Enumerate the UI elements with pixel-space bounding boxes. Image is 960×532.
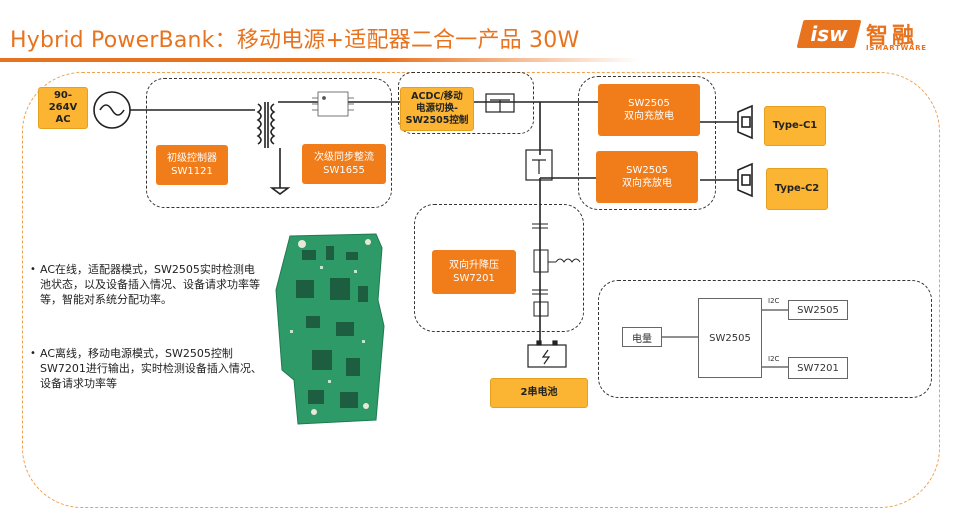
acdc-switch-block: ACDC/移动 电源切换- SW2505控制 bbox=[400, 87, 474, 131]
secondary-rectifier-name: 次级同步整流 bbox=[314, 152, 374, 163]
port2-controller-desc: 双向充放电 bbox=[622, 178, 672, 189]
buck-boost-part: SW7201 bbox=[453, 273, 495, 284]
ground-icon bbox=[269, 187, 291, 195]
primary-controller-block: 初级控制器 SW1121 bbox=[156, 145, 228, 185]
pcb-board-image bbox=[275, 233, 385, 425]
ac-input-block: 90- 264V AC bbox=[38, 87, 88, 129]
transformer-secondary-coil bbox=[270, 103, 276, 145]
i2c-label-1: I2C bbox=[768, 297, 780, 305]
primary-controller-name: 初级控制器 bbox=[167, 153, 217, 164]
bullet-dot-icon: • bbox=[30, 264, 36, 275]
buck-boost-block: 双向升降压 SW7201 bbox=[432, 250, 516, 294]
control-group-frame bbox=[598, 280, 932, 398]
port1-controller-part: SW2505 bbox=[628, 98, 670, 109]
port1-controller-block: SW2505 双向充放电 bbox=[598, 84, 700, 136]
ctrl-battery-level-input: 电量 bbox=[622, 327, 662, 347]
port1-controller-desc: 双向充放电 bbox=[624, 111, 674, 122]
port2-controller-part: SW2505 bbox=[626, 165, 668, 176]
ctrl-out2-chip: SW7201 bbox=[788, 357, 848, 379]
secondary-rectifier-block: 次级同步整流 SW1655 bbox=[302, 144, 386, 184]
acdc-group-frame bbox=[146, 78, 392, 208]
ctrl-out1-chip: SW2505 bbox=[788, 300, 848, 320]
sync-rectifier-chip-icon bbox=[312, 91, 354, 117]
secondary-rectifier-part: SW1655 bbox=[323, 165, 365, 176]
port2-controller-block: SW2505 双向充放电 bbox=[596, 151, 698, 203]
brand-logo-subtitle: ISMARTWARE bbox=[866, 44, 927, 52]
i2c-label-2: I2C bbox=[768, 355, 780, 363]
battery-icon bbox=[527, 340, 567, 368]
primary-controller-part: SW1121 bbox=[171, 166, 213, 177]
bullet-dot-icon: • bbox=[30, 348, 36, 359]
bullet-item-2: • AC离线，移动电源模式，SW2505控制SW7201进行输出，实时检测设备插… bbox=[30, 346, 262, 391]
buck-boost-group-frame bbox=[414, 204, 584, 332]
switch-group-frame bbox=[398, 72, 534, 134]
port-group-frame bbox=[578, 76, 716, 210]
transformer-primary-coil bbox=[256, 103, 262, 145]
buck-boost-components bbox=[532, 223, 581, 317]
bullet-item-1: • AC在线，适配器模式，SW2505实时检测电池状态，以及设备插入情况、设备请… bbox=[30, 262, 262, 307]
ctrl-center-chip: SW2505 bbox=[698, 298, 762, 378]
buck-boost-name: 双向升降压 bbox=[449, 260, 499, 271]
battery-label-block: 2串电池 bbox=[490, 378, 588, 408]
bullet-text-2: AC离线，移动电源模式，SW2505控制SW7201进行输出，实时检测设备插入情… bbox=[40, 347, 262, 390]
page-title: Hybrid PowerBank：移动电源+适配器二合一产品 30W bbox=[10, 28, 580, 53]
type-c1-port: Type-C1 bbox=[764, 106, 826, 146]
brand-logo-text: 智融 bbox=[866, 24, 919, 49]
bullet-text-1: AC在线，适配器模式，SW2505实时检测电池状态，以及设备插入情况、设备请求功… bbox=[40, 263, 260, 306]
title-underline bbox=[0, 58, 640, 62]
type-c-connector-icon bbox=[737, 104, 753, 198]
mosfet-switch-icon bbox=[485, 93, 553, 181]
type-c2-port: Type-C2 bbox=[766, 168, 828, 210]
